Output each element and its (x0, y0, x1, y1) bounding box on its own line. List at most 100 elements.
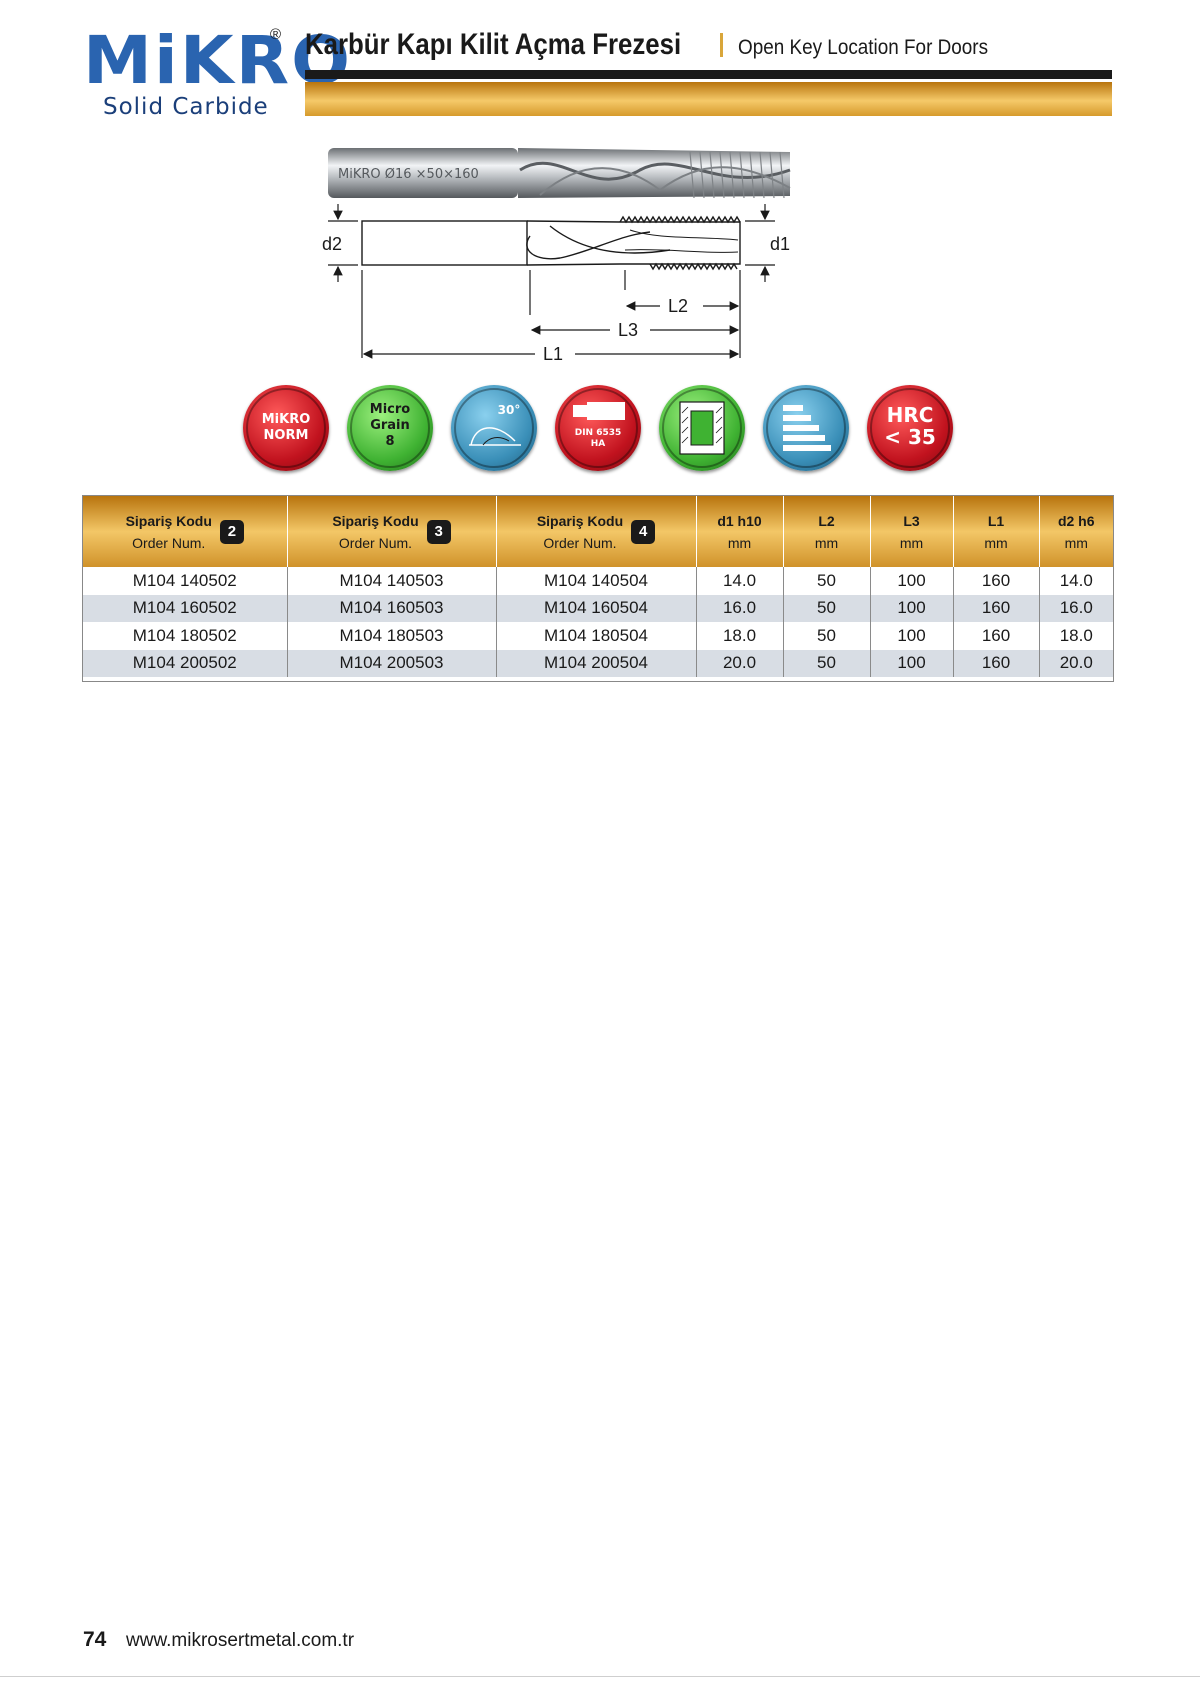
icon-text: MiKRO (261, 412, 311, 427)
label-d2: d2 (322, 234, 342, 254)
header-label: Sipariş Kodu (332, 512, 419, 529)
footer-divider (0, 1676, 1200, 1677)
label-l2: L2 (668, 296, 688, 316)
col-header-d1: d1 h10 mm (696, 496, 784, 567)
table-cell: 16.0 (696, 594, 784, 622)
table-cell: 20.0 (696, 649, 784, 677)
table-cell: 14.0 (1059, 570, 1093, 590)
col-header-l1: L1 mm (953, 496, 1040, 567)
icon-text: HRC (886, 403, 934, 427)
table-cell: 100 (870, 594, 954, 622)
table-cell: M104 160502 (83, 594, 288, 622)
table-cell: M104 140503 (287, 567, 497, 595)
icon-text: DIN 6535 (574, 428, 622, 438)
din-shank-icon: DIN 6535 HA (555, 385, 641, 471)
label-l1: L1 (543, 344, 563, 364)
title-english: Open Key Location For Doors (738, 36, 989, 59)
table-cell: 18.0 (696, 622, 784, 650)
header-label: L3 (903, 512, 920, 529)
header-sublabel: Order Num. (132, 534, 206, 551)
page-number: 74 (83, 1628, 107, 1651)
icon-text: 30° (497, 403, 521, 417)
table-row: M104 180502 M104 180503 M104 180504 18.0… (83, 622, 1113, 650)
table-cell: 18.0 (1059, 625, 1093, 645)
registered-mark: ® (270, 26, 282, 43)
header-gold-bar (305, 82, 1112, 116)
micro-grain-icon: Micro Grain 8 (347, 385, 433, 471)
table-cell: 50 (783, 594, 871, 622)
helix-angle-icon: 30° (451, 385, 537, 471)
table-cell: M104 200504 (496, 649, 697, 677)
table-cell: 160 (953, 622, 1040, 650)
table-cell: 16.0 (1039, 594, 1113, 622)
icon-text: < 35 (884, 425, 936, 449)
header-label: d1 h10 (717, 512, 762, 529)
wood-block-glyph (679, 401, 725, 455)
feature-icons: MiKRO NORM Micro Grain 8 30° DIN 6535 HA (243, 385, 953, 475)
table-cell: M104 160503 (287, 594, 497, 622)
table-cell: 160 (953, 567, 1040, 595)
hrc-icon: HRC < 35 (867, 385, 953, 471)
tool-engraving: MiKRO Ø16 ×50×160 (338, 167, 479, 182)
helix-angle-glyph (469, 427, 521, 446)
table-cell: M104 180504 (496, 622, 697, 650)
table-cell: 50 (783, 622, 871, 650)
table-cell: M104 200503 (287, 649, 497, 677)
flute-count-badge: 2 (219, 519, 244, 544)
flute-glyph (783, 405, 831, 451)
col-header-l3: L3 mm (870, 496, 954, 567)
material-icon (659, 385, 745, 471)
table-cell: 100 (870, 649, 954, 677)
header-label: d2 h6 (1057, 512, 1095, 529)
header-sublabel: mm (814, 534, 839, 551)
table-cell: 160 (953, 649, 1040, 677)
table-cell: 100 (870, 567, 954, 595)
col-header-l2: L2 mm (783, 496, 871, 567)
table-cell: 50 (783, 567, 871, 595)
icon-text: Micro (369, 402, 411, 417)
table-cell: 100 (870, 622, 954, 650)
title-separator (720, 33, 723, 57)
header-sublabel: mm (1064, 534, 1088, 551)
flute-count-badge: 4 (631, 519, 656, 544)
table-cell: M104 200502 (83, 649, 288, 677)
header-sublabel: mm (899, 534, 924, 551)
header-sublabel: Order Num. (338, 534, 413, 551)
page-title: Karbür Kapı Kilit Açma Frezesi Open Key … (305, 28, 988, 68)
table-cell: M104 140504 (496, 567, 697, 595)
table-row: M104 160502 M104 160503 M104 160504 16.0… (83, 594, 1113, 622)
shank-glyph (573, 402, 625, 420)
table-row: M104 140502 M104 140503 M104 140504 14.0… (83, 567, 1113, 595)
brand-logo: MiKRO ® Solid Carbide (83, 26, 350, 121)
mikro-norm-icon: MiKRO NORM (243, 385, 329, 471)
table-cell: 160 (953, 594, 1040, 622)
header-sublabel: mm (727, 534, 752, 551)
tool-outline (361, 215, 741, 271)
col-header-d2: d2 h6 mm (1039, 496, 1113, 567)
header-label: L1 (987, 512, 1005, 529)
label-l3: L3 (618, 320, 638, 340)
tool-photo: MiKRO Ø16 ×50×160 (328, 148, 791, 199)
header-label: Sipariş Kodu (536, 512, 624, 529)
table-cell: 50 (783, 649, 871, 677)
table-cell: M104 180502 (83, 622, 288, 650)
dimension-lines (328, 204, 775, 359)
header-sublabel: mm (984, 534, 1008, 551)
header-sublabel: Order Num. (543, 534, 617, 551)
table-cell: 14.0 (696, 567, 784, 595)
table-cell: M104 160504 (496, 594, 697, 622)
flute-types-icon (763, 385, 849, 471)
footer-url[interactable]: www.mikrosertmetal.com.tr (126, 1630, 355, 1651)
icon-text: HA (590, 439, 606, 449)
brand-subtitle: Solid Carbide (103, 94, 269, 120)
title-turkish: Karbür Kapı Kilit Açma Frezesi (305, 28, 682, 61)
header-black-bar (305, 70, 1112, 79)
header-label: L2 (818, 512, 835, 529)
label-d1: d1 (770, 234, 790, 254)
table-cell: M104 180503 (287, 622, 497, 650)
